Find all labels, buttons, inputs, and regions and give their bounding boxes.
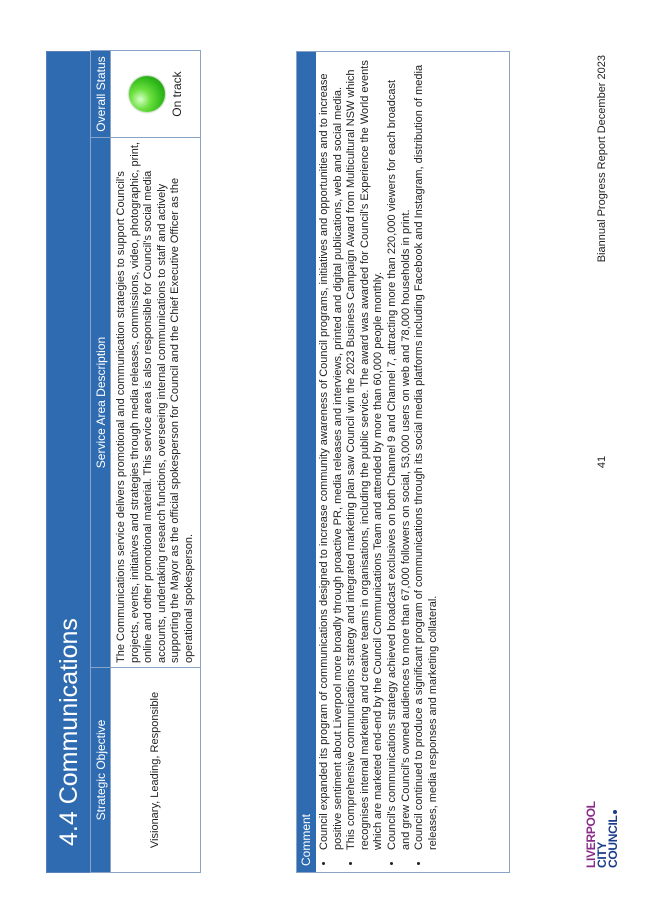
logo-line-3: COUNCIL [606,815,620,868]
service-area-table: Strategic Objective Service Area Descrip… [90,50,201,873]
strategic-objective-cell: Visionary, Leading, Responsible [110,667,201,873]
header-strategic-objective: Strategic Objective [90,667,111,873]
report-name: Biannual Progress Report December 2023 [596,55,608,263]
logo-dot-icon [613,810,617,815]
list-item: Council expanded its program of communic… [318,60,345,852]
table-header-row: Strategic Objective Service Area Descrip… [90,50,111,873]
section-title: 4.4 Communications [55,618,83,846]
overall-status-cell: On track [110,50,201,138]
green-status-light-icon [128,76,165,112]
service-description-cell: The Communications service delivers prom… [110,137,201,668]
comment-section: Comment Council expanded its program of … [296,51,510,873]
header-service-area-description: Service Area Description [90,137,111,668]
list-item: Council's communications strategy achiev… [386,60,413,852]
header-overall-status: Overall Status [90,50,111,138]
status-label: On track [169,71,184,117]
comment-header: Comment [297,52,316,872]
list-item: This comprehensive communications strate… [345,60,386,852]
comment-bullet-list: Council expanded its program of communic… [318,52,440,872]
table-row: Visionary, Leading, Responsible The Comm… [110,50,201,873]
list-item: Council continued to produce a significa… [413,60,440,852]
